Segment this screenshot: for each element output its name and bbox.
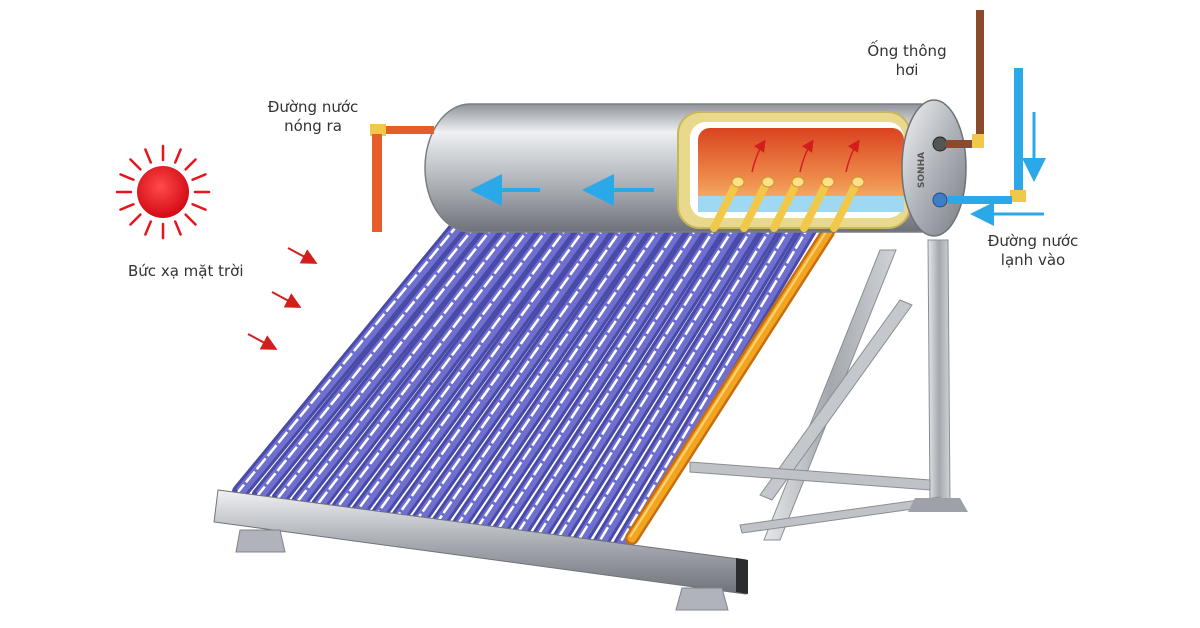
vacuum-tube <box>390 214 618 526</box>
label-solar-radiation: Bức xạ mặt trời <box>128 262 244 280</box>
brand-logo: SONHA <box>917 152 927 188</box>
heat-pipe-head <box>800 180 830 232</box>
sun-ray <box>144 148 153 164</box>
heat-pipe-heads <box>710 176 865 232</box>
label-vent-pipe-line1: Ống thông <box>867 42 947 60</box>
vent-pipe <box>946 10 984 148</box>
vacuum-tube <box>271 214 507 507</box>
sun-ray <box>184 158 197 171</box>
label-cold-water-in-line2: lạnh vào <box>1000 251 1066 269</box>
sun-ray <box>129 158 142 171</box>
sun-ray <box>173 220 182 236</box>
label-hot-water-out-line1: Đường nước <box>267 98 359 116</box>
vacuum-tube <box>588 214 803 558</box>
storage-tank: SONHA <box>424 99 967 237</box>
heat-pipe-bulb <box>791 176 805 188</box>
bottom-rail <box>213 489 748 611</box>
hot-water-pipe <box>370 124 434 232</box>
heat-rise-arrows <box>751 139 860 173</box>
heat-pipe-bulb <box>761 176 775 188</box>
support-frame <box>689 239 968 541</box>
label-hot-water-out-line2: nóng ra <box>284 117 342 135</box>
label-vent-pipe: Ống thông hơi <box>852 42 962 80</box>
sun-ray <box>119 173 135 182</box>
label-cold-water-in: Đường nước lạnh vào <box>968 232 1098 270</box>
label-hot-water-out: Đường nước nóng ra <box>248 98 378 136</box>
radiation-arrows <box>247 247 318 350</box>
vacuum-tube <box>509 214 729 545</box>
vacuum-tube <box>548 214 766 552</box>
sun-ray <box>191 202 207 211</box>
sun-ray <box>173 148 182 164</box>
heat-pipe-head <box>740 180 770 232</box>
sun-ray <box>191 173 207 182</box>
vacuum-tube <box>311 214 544 513</box>
vacuum-tube <box>529 214 748 548</box>
label-vent-pipe-line2: hơi <box>895 61 919 79</box>
sun-ray <box>119 202 135 211</box>
heat-pipe-bulb <box>731 176 745 188</box>
sun-ray <box>184 213 197 226</box>
heat-pipe-bulb <box>851 176 865 188</box>
vacuum-tubes <box>232 214 822 561</box>
label-cold-water-in-line1: Đường nước <box>987 232 1079 250</box>
cold-water-pipe <box>948 68 1046 226</box>
vacuum-tube <box>370 214 600 523</box>
heat-pipe-head <box>710 180 740 232</box>
sun-ray <box>129 213 142 226</box>
sun-ray <box>144 220 153 236</box>
heat-pipe-head <box>830 180 860 232</box>
heat-pipe <box>625 225 835 545</box>
vacuum-tube <box>430 214 655 532</box>
sun-icon <box>115 144 211 240</box>
heat-pipe-bulb <box>821 176 835 188</box>
heat-pipe-head <box>770 180 800 232</box>
